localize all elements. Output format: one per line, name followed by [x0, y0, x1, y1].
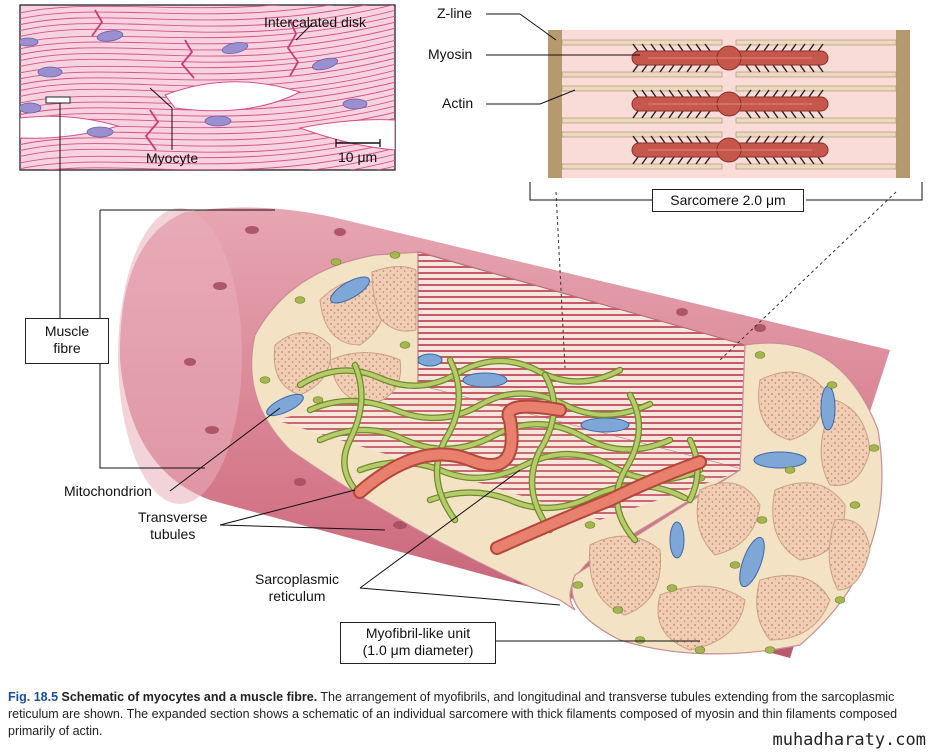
figure-artwork	[19, 4, 923, 658]
caption-figure-number: Fig. 18.5	[8, 690, 59, 704]
caption-text: The arrangement of myofibrils, and longi…	[8, 690, 898, 738]
myocyte-inset	[19, 4, 396, 171]
leader-lines	[59, 103, 700, 642]
figure-caption: Fig. 18.5 Schematic of myocytes and a mu…	[8, 689, 918, 740]
label-muscle-fibre-line1: Muscle	[44, 323, 90, 339]
label-muscle-fibre: Muscle fibre	[25, 318, 109, 364]
caption-title: Schematic of myocytes and a muscle fibre…	[61, 690, 318, 704]
label-transverse-tubules-line1: Transverse	[138, 509, 208, 525]
label-myofibril-unit: Myofibril-like unit (1.0 μm diameter)	[340, 622, 496, 664]
label-sarcoplasmic-reticulum-line1: Sarcoplasmic	[255, 571, 340, 587]
label-actin: Actin	[442, 95, 474, 111]
label-myofibril-line2: (1.0 μm diameter)	[362, 642, 474, 658]
watermark: muhadharaty.com	[772, 730, 926, 750]
label-myofibril-line1: Myofibril-like unit	[365, 625, 471, 641]
label-muscle-fibre-line2: fibre	[53, 340, 81, 356]
label-sarcomere: Sarcomere 2.0 μm	[652, 189, 804, 212]
sarcomere-inset	[486, 13, 923, 201]
label-mitochondrion: Mitochondrion	[64, 483, 152, 499]
muscle-fibre-cylinder	[118, 191, 897, 658]
label-sarcoplasmic-reticulum-line2: reticulum	[268, 588, 326, 604]
label-myocyte: Myocyte	[146, 150, 199, 166]
label-sarcoplasmic-reticulum: Sarcoplasmic reticulum	[255, 571, 339, 605]
label-transverse-tubules-line2: tubules	[150, 526, 196, 542]
label-scale-bar: 10 μm	[338, 149, 378, 165]
label-myosin: Myosin	[428, 46, 473, 62]
label-z-line: Z-line	[437, 5, 473, 21]
label-intercalated-disk: Intercalated disk	[264, 14, 366, 30]
label-transverse-tubules: Transverse tubules	[138, 509, 208, 543]
